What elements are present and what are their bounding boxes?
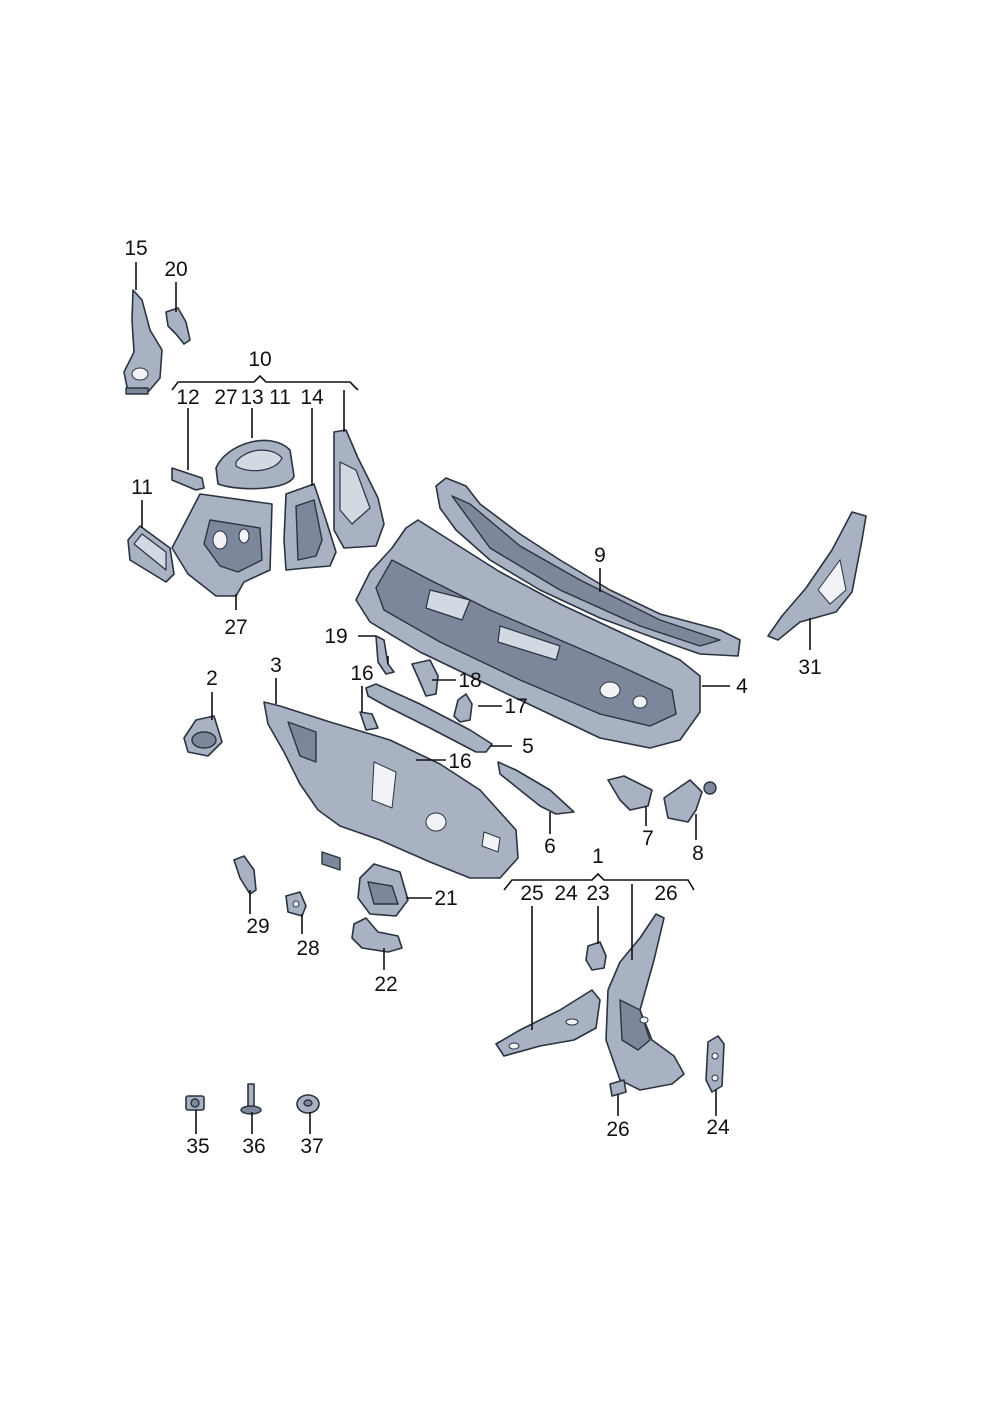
callout-19: 19 [324,625,347,648]
callout-10: 10 [248,348,271,371]
callout-3: 3 [270,654,282,677]
callout-31: 31 [798,656,821,679]
callout-15: 15 [124,237,147,260]
callout-25: 25 [520,882,543,905]
callout-23: 23 [586,882,609,905]
callout-27-bottom: 27 [224,616,247,639]
part-31 [767,511,867,641]
callout-26-top: 26 [654,882,677,905]
part-19 [375,635,395,675]
callout-5: 5 [522,735,534,758]
part-14 [283,483,337,571]
callout-16-top: 16 [350,662,373,685]
part-6 [497,761,575,815]
callout-labels: 15 20 10 12 27 13 11 14 11 27 9 31 19 2 … [124,237,821,1158]
part-25 [495,989,601,1057]
callout-36: 36 [242,1135,265,1158]
callout-9: 9 [594,544,606,567]
callout-4: 4 [736,675,748,698]
callout-28: 28 [296,937,319,960]
callout-18: 18 [458,669,481,692]
part-9 [435,477,741,657]
part-22 [351,917,403,953]
callout-6: 6 [544,835,556,858]
callout-20: 20 [164,258,187,281]
callout-24-top: 24 [554,882,578,905]
part-26-tab [609,1079,627,1097]
callout-27-top: 27 [214,386,237,409]
part-18 [411,659,439,697]
part-13 [215,439,295,490]
part-11-left [127,525,175,583]
part-8 [663,779,717,823]
callout-11-top: 11 [269,386,291,409]
callout-35: 35 [186,1135,209,1158]
part-27 [171,493,273,597]
callout-16-bottom: 16 [448,750,471,773]
callout-24-bottom: 24 [706,1116,730,1139]
callout-7: 7 [642,827,654,850]
callout-29: 29 [246,915,269,938]
part-20 [165,307,191,345]
part-21 [357,863,409,917]
callout-8: 8 [692,842,704,865]
part-3 [263,701,519,879]
part-28 [285,891,307,917]
part-35-nut [185,1095,205,1111]
part-17 [453,693,473,723]
callout-12: 12 [176,386,199,409]
callout-11-left: 11 [131,476,153,499]
callout-17: 17 [504,695,527,718]
part-15 [123,289,163,395]
callout-2: 2 [206,667,218,690]
part-2 [183,715,223,757]
callout-14: 14 [300,386,324,409]
leader-lines [135,262,811,1134]
part-7 [607,775,653,811]
part-23 [585,941,607,971]
callout-21: 21 [434,887,457,910]
part-16-upper [359,711,379,731]
part-24 [705,1035,725,1093]
part-37-grommet [296,1094,320,1114]
part-4 [355,519,701,749]
part-11-right [333,429,385,549]
callout-37: 37 [300,1135,323,1158]
part-5 [365,683,493,753]
part-36-bolt [240,1083,262,1115]
part-29 [233,855,257,895]
callout-13: 13 [240,386,263,409]
callout-1: 1 [592,845,604,868]
callout-26-bottom: 26 [606,1118,629,1141]
callout-22: 22 [374,973,397,996]
part-12 [171,467,205,491]
part-26 [605,913,685,1091]
